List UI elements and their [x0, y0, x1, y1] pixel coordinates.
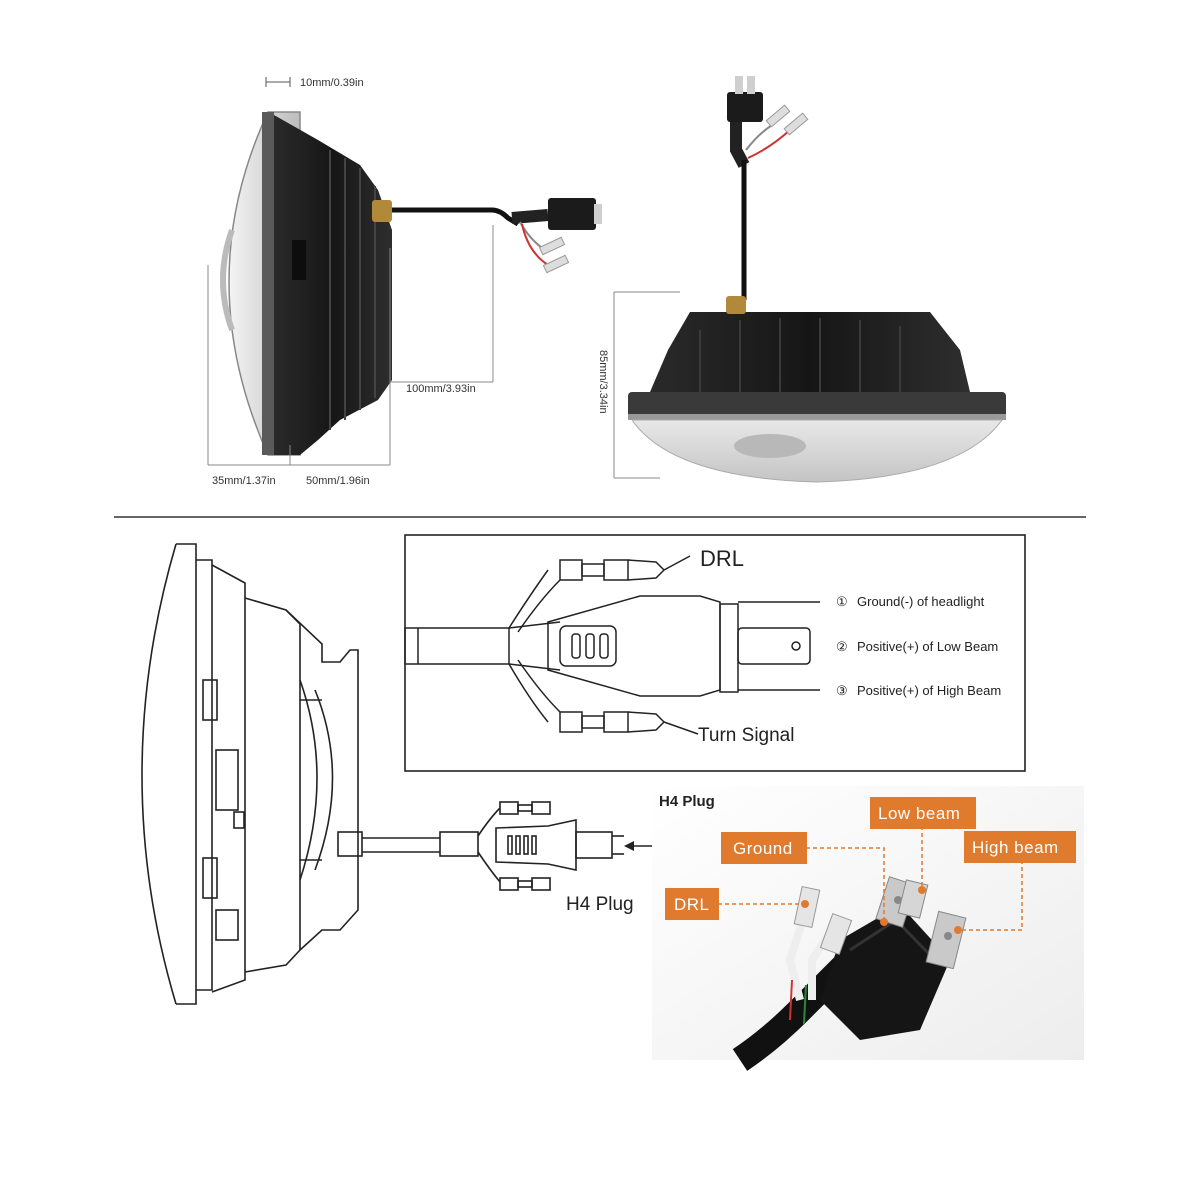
h4-plug-photo: H4 Plug DRL Ground — [652, 786, 1084, 1071]
tag-low-beam-text: Low beam — [878, 804, 960, 823]
tag-low-beam — [870, 797, 976, 829]
pin1-label: Ground(-) of headlight — [857, 594, 985, 609]
outline-plug-label: H4 Plug — [566, 894, 634, 915]
pin2-marker: ② — [836, 639, 848, 654]
tag-high-beam-text: High beam — [972, 838, 1059, 857]
bezel-dimension: 10mm/0.39in — [300, 77, 364, 89]
depth-total-dimension: 100mm/3.93in — [406, 383, 476, 395]
tag-ground-text: Ground — [733, 839, 793, 858]
height-dimension: 85mm/3.34in — [597, 350, 609, 414]
tag-drl — [665, 888, 719, 920]
pin1-marker: ① — [836, 594, 848, 609]
front-depth-dimension: 35mm/1.37in — [212, 475, 276, 487]
headlight-outline-drawing — [141, 543, 624, 1005]
pin3-marker: ③ — [836, 683, 848, 698]
pin2-label: Positive(+) of Low Beam — [857, 639, 998, 654]
rear-depth-dimension: 50mm/1.96in — [306, 475, 370, 487]
tag-ground — [721, 832, 807, 864]
plug-arrow-head — [624, 841, 634, 851]
tag-drl-text: DRL — [674, 895, 710, 914]
pin3-label: Positive(+) of High Beam — [857, 683, 1001, 698]
drl-label: DRL — [700, 546, 744, 571]
plug-photo-title: H4 Plug — [659, 793, 715, 810]
side-view-headlight: 10mm/0.39in 100mm/3.93in — [207, 77, 602, 487]
turn-signal-label: Turn Signal — [698, 725, 794, 746]
tag-high-beam — [964, 831, 1076, 863]
wiring-diagram: DRL Turn Signal ① Ground(-) of headlight… — [404, 534, 1026, 772]
top-view-headlight: 85mm/3.34in — [597, 76, 1006, 483]
